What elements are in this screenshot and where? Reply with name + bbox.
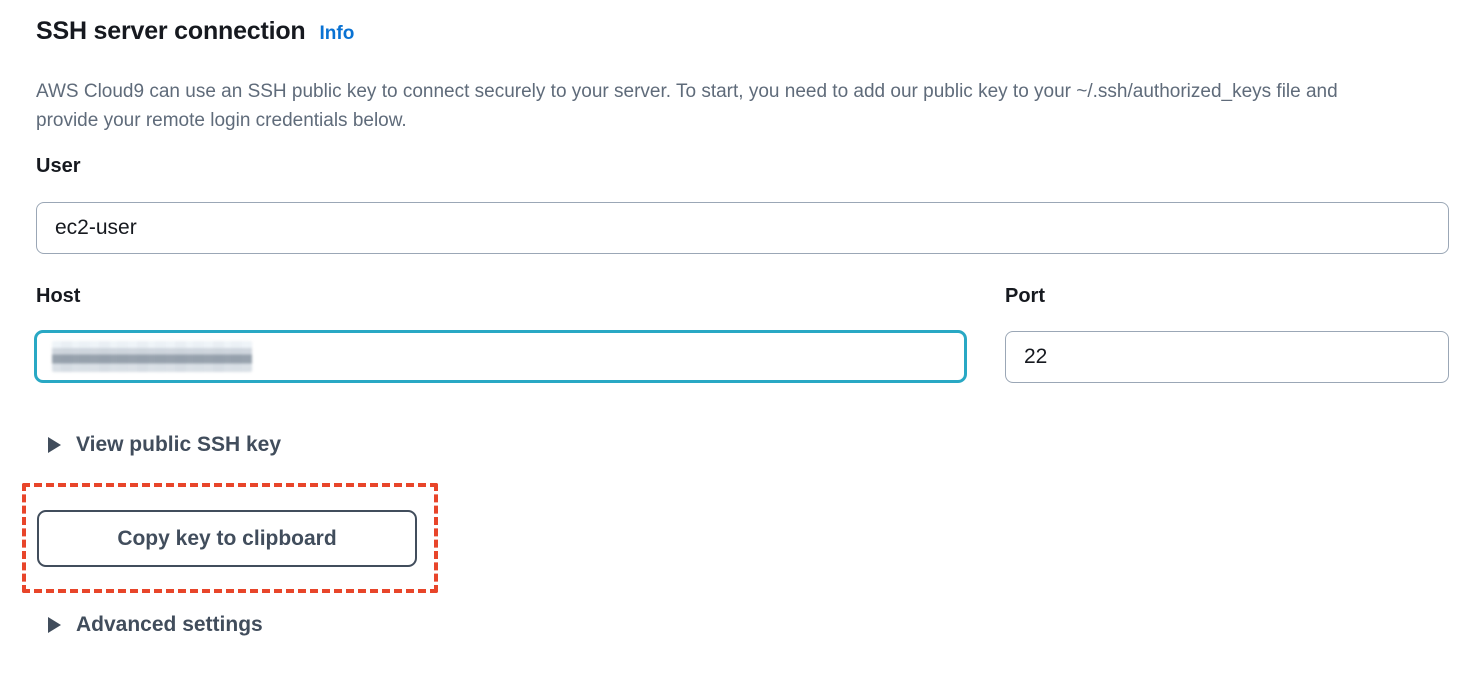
port-input[interactable] [1005, 331, 1449, 383]
section-header: SSH server connection Info [36, 17, 355, 46]
expander-advanced-settings-label: Advanced settings [76, 613, 263, 636]
host-field-label: Host [36, 285, 81, 307]
section-description: AWS Cloud9 can use an SSH public key to … [36, 81, 1338, 132]
host-input[interactable] [34, 330, 967, 383]
info-link[interactable]: Info [319, 23, 355, 44]
copy-key-to-clipboard-button[interactable]: Copy key to clipboard [37, 510, 417, 567]
user-input[interactable] [36, 202, 1449, 254]
expander-view-public-ssh-key[interactable]: View public SSH key [48, 432, 281, 457]
caret-right-icon [48, 616, 61, 633]
expander-view-public-ssh-key-label: View public SSH key [76, 433, 282, 456]
caret-right-icon [48, 436, 61, 453]
user-field-label: User [36, 155, 81, 177]
page-title: SSH server connection [36, 17, 306, 45]
port-field-label: Port [1005, 285, 1045, 307]
expander-advanced-settings[interactable]: Advanced settings [48, 612, 263, 637]
